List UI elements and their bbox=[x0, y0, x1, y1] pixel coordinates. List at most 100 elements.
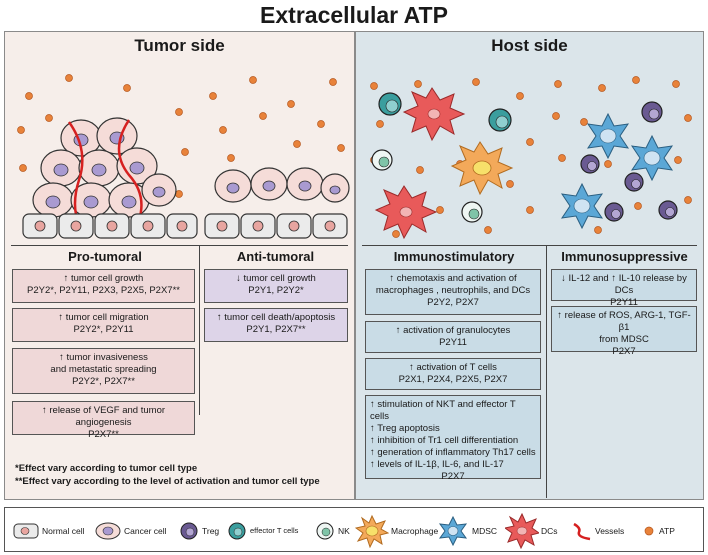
legend-label: Macrophage bbox=[391, 525, 439, 536]
pro-tumoral-box: ↑ release of VEGF and tumor angiogenesis… bbox=[12, 401, 195, 440]
box-line: P2Y2*, P2Y11 bbox=[73, 324, 134, 335]
box-line: ↓ tumor cell growth bbox=[236, 273, 316, 284]
normal-cell-icon bbox=[13, 523, 39, 538]
pro-tumoral-box: ↑ tumor cell migration P2Y2*, P2Y11 bbox=[12, 308, 195, 342]
legend-label: Vessels bbox=[595, 525, 625, 536]
immunostimulatory-box: ↑ activation of T cells P2X1, P2X4, P2X5… bbox=[365, 358, 541, 390]
legend-label: Treg bbox=[202, 525, 220, 536]
tumor-side-title: Tumor side bbox=[134, 36, 225, 55]
immunostimulatory-box: ↑ stimulation of NKT and effector T cell… bbox=[365, 395, 541, 482]
legend-label: NK bbox=[338, 525, 350, 536]
pro-tumoral-box: ↑ tumor invasiveness and metastatic spre… bbox=[12, 348, 195, 394]
legend-item-atp: ATP bbox=[643, 508, 675, 553]
box-line: ↑ stimulation of NKT and effector T cell… bbox=[370, 399, 516, 422]
box-line: P2X1, P2X4, P2X5, P2X7 bbox=[398, 374, 508, 385]
effector-t-cell-icon bbox=[228, 522, 246, 539]
treg-icon bbox=[180, 522, 198, 539]
tumor-column-divider bbox=[199, 245, 200, 415]
box-line: and metastatic spreading bbox=[50, 364, 157, 375]
anti-tumoral-title: Anti-tumoral bbox=[236, 249, 315, 264]
host-side-panel: Host side bbox=[355, 31, 704, 500]
legend-label: MDSC bbox=[472, 525, 498, 536]
host-side-title: Host side bbox=[491, 36, 568, 55]
box-line: from MDSC bbox=[599, 334, 649, 345]
box-line: ↑ tumor invasiveness bbox=[59, 352, 148, 363]
anti-tumoral-box: ↓ tumor cell growth P2Y1, P2Y2* bbox=[204, 269, 348, 303]
host-divider bbox=[362, 245, 697, 246]
legend-item-normal-cell: Normal cell bbox=[13, 508, 85, 553]
box-line: ↑ Treg apoptosis bbox=[370, 423, 440, 434]
box-line: ↑ activation of granulocytes bbox=[395, 325, 511, 336]
box-line: P2Y1, P2X7** bbox=[246, 324, 306, 335]
pro-tumoral-box: ↑ tumor cell growth P2Y2*, P2Y11, P2X3, … bbox=[12, 269, 195, 303]
cancer-cell-nuclei bbox=[45, 131, 166, 209]
legend-item-mdsc: MDSC bbox=[437, 508, 497, 553]
box-line: P2X7 bbox=[612, 346, 636, 357]
legend-label: DCs bbox=[541, 525, 558, 536]
host-column-divider bbox=[546, 245, 547, 498]
box-line: ↑ chemotaxis and activation of bbox=[389, 273, 517, 284]
footnote: *Effect vary according to tumor cell typ… bbox=[15, 463, 198, 474]
tumor-divider bbox=[11, 245, 348, 246]
legend-label: Cancer cell bbox=[124, 525, 167, 536]
vessel-icon bbox=[573, 522, 591, 540]
immunostimulatory-box: ↑ chemotaxis and activation of macrophag… bbox=[365, 269, 541, 315]
box-line: ↑ release of ROS, ARG-1, TGF-β1 bbox=[557, 310, 691, 333]
anti-tumoral-box: ↑ tumor cell death/apoptosis P2Y1, P2X7*… bbox=[204, 308, 348, 342]
immunosuppressive-box: ↓ IL-12 and ↑ IL-10 release by DCs P2Y11 bbox=[551, 269, 697, 308]
box-line: P2X7** bbox=[88, 429, 119, 440]
immunostimulatory-title: Immunostimulatory bbox=[393, 249, 515, 264]
box-line: ↑ tumor cell migration bbox=[58, 312, 149, 323]
tumor-side-panel: Tumor side bbox=[4, 31, 355, 500]
cancer-cell-nuclei bbox=[226, 180, 341, 195]
box-line: ↑ tumor cell death/apoptosis bbox=[216, 312, 336, 323]
legend-item-vessels: Vessels bbox=[571, 508, 624, 553]
legend-label: Normal cell bbox=[42, 525, 85, 536]
normal-cell-nuclei bbox=[34, 220, 188, 232]
mdsc-icon bbox=[438, 515, 468, 546]
legend-item-effector-t-cells: effector T cells bbox=[227, 508, 298, 553]
anti-tumoral-illustration bbox=[204, 76, 350, 239]
macrophage-icon bbox=[355, 514, 389, 548]
box-line: ↑ activation of T cells bbox=[409, 362, 497, 373]
footnote: **Effect vary according to the level of … bbox=[15, 476, 320, 487]
box-line: ↓ IL-12 and ↑ IL-10 release by DCs bbox=[561, 273, 687, 296]
box-line: macrophages , neutrophils, and DCs bbox=[375, 285, 531, 296]
immunostimulatory-box: ↑ activation of granulocytes P2Y11 bbox=[365, 321, 541, 353]
legend: Normal cell Cancer cell Treg effector T … bbox=[4, 507, 704, 552]
dc-nucleus bbox=[399, 108, 441, 218]
legend-item-cancer-cell: Cancer cell bbox=[95, 508, 167, 553]
footnotes: *Effect vary according to tumor cell typ… bbox=[15, 462, 350, 488]
box-line: P2Y2, P2X7 bbox=[427, 297, 479, 308]
box-line: ↑ generation of inflammatory Th17 cells bbox=[370, 447, 536, 458]
main-title: Extracellular ATP bbox=[260, 2, 448, 28]
pro-tumoral-title: Pro-tumoral bbox=[68, 249, 142, 264]
legend-label: ATP bbox=[659, 525, 675, 536]
box-line: P2Y2*, P2Y11, P2X3, P2X5, P2X7** bbox=[27, 285, 180, 296]
nk-cell-icon bbox=[316, 522, 334, 539]
box-line: ↑ release of VEGF and tumor angiogenesis bbox=[41, 405, 166, 428]
legend-item-macrophage: Macrophage bbox=[355, 508, 438, 553]
legend-item-nk: NK bbox=[315, 508, 350, 553]
immunosuppressive-illustration bbox=[552, 76, 692, 234]
atp-molecules bbox=[209, 76, 345, 162]
box-line: P2Y11 bbox=[610, 297, 638, 308]
box-line: P2Y2*, P2X7** bbox=[72, 376, 135, 387]
immunosuppressive-title: Immunosuppressive bbox=[561, 249, 688, 264]
legend-item-treg: Treg bbox=[179, 508, 219, 553]
atp-icon bbox=[644, 526, 654, 535]
legend-item-dcs: DCs bbox=[505, 508, 558, 553]
box-line: ↑ inhibition of Tr1 cell differentiation bbox=[370, 435, 519, 446]
legend-label: effector T cells bbox=[250, 526, 299, 535]
box-line: ↑ tumor cell growth bbox=[63, 273, 144, 284]
immunostimulatory-illustration bbox=[370, 78, 534, 240]
immunosuppressive-box: ↑ release of ROS, ARG-1, TGF-β1 from MDS… bbox=[551, 306, 697, 357]
box-line: P2Y1, P2Y2* bbox=[248, 285, 304, 296]
box-line: P2X7 bbox=[441, 471, 465, 482]
box-line: P2Y11 bbox=[439, 337, 467, 348]
pro-tumoral-illustration bbox=[17, 74, 198, 239]
cancer-cell-icon bbox=[95, 522, 121, 539]
vessels bbox=[67, 119, 143, 226]
atp-molecules bbox=[552, 76, 692, 234]
dc-icon bbox=[505, 512, 539, 549]
